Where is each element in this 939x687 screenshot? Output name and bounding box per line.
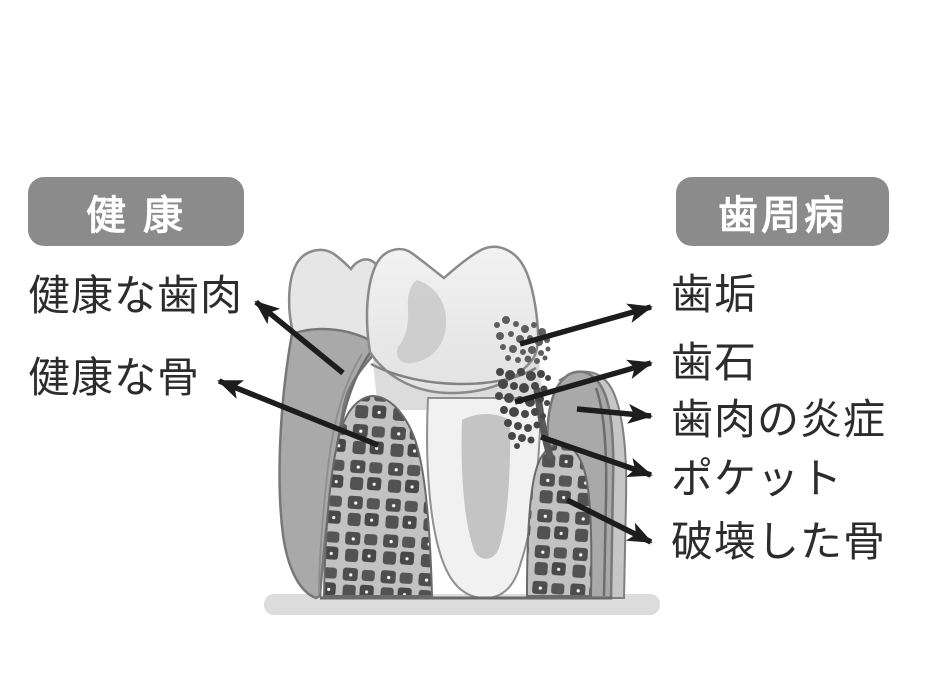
tartar-speckles: [495, 368, 551, 449]
label-pocket: ポケット: [671, 455, 844, 502]
label-calculus: 歯石: [671, 339, 758, 386]
label-gum-inflammation: 歯肉の炎症: [671, 396, 887, 443]
periodontal-disease-header-badge: 歯周病: [676, 177, 889, 246]
arrow-destroyed-bone: [565, 497, 653, 545]
label-healthy-bone: 健康な骨: [28, 354, 201, 401]
arrow-gum-inflammation: [576, 403, 653, 424]
healthy-bone-shape: [322, 394, 434, 597]
arrow-healthy-gum: [254, 299, 345, 376]
label-healthy-gum: 健康な歯肉: [28, 272, 244, 319]
label-plaque: 歯垢: [671, 271, 758, 318]
label-destroyed-bone: 破壊した骨: [671, 518, 887, 565]
arrow-calculus: [514, 359, 653, 405]
arrow-healthy-bone: [217, 378, 380, 448]
arrow-plaque: [519, 303, 653, 347]
arrow-pocket: [540, 434, 653, 478]
healthy-header-badge: 健 康: [28, 177, 244, 246]
root-canal: [461, 414, 511, 559]
diseased-gum-contour-line: [594, 387, 608, 597]
healthy-gum-inner-line: [318, 353, 363, 595]
destroyed-bone-shape: [525, 442, 593, 597]
arrows: [217, 299, 653, 545]
crown-dentin-shading: [396, 280, 447, 364]
